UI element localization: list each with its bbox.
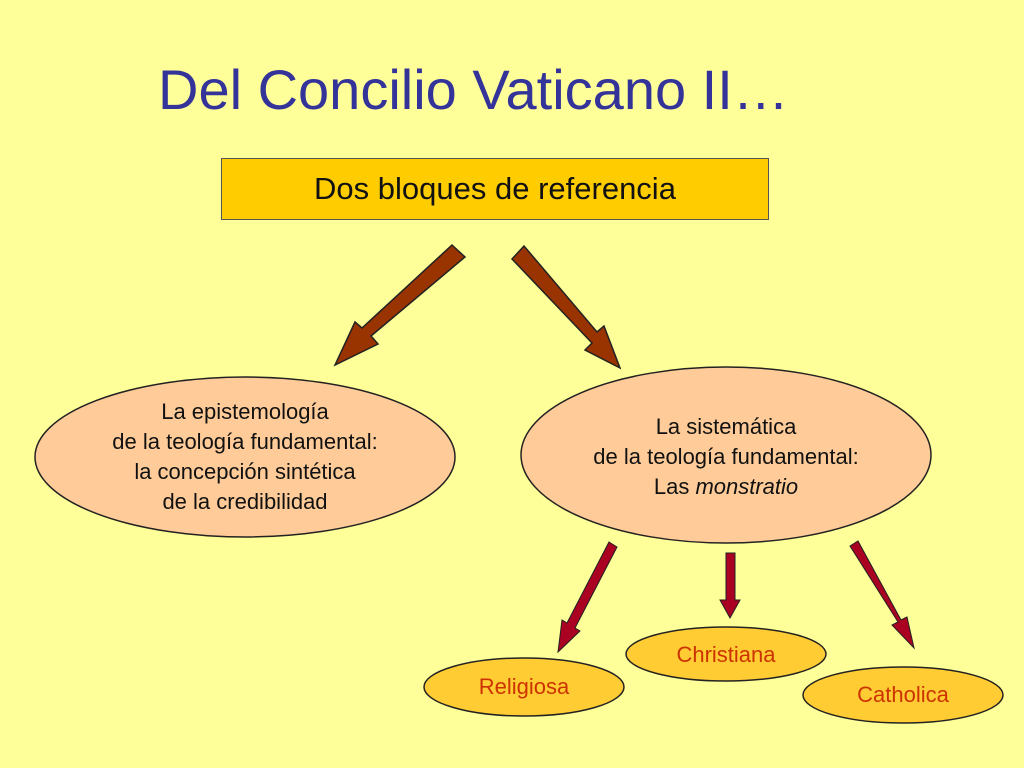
left-ellipse-line-2: de la teología fundamental: xyxy=(112,429,378,454)
right-ellipse-line-2: de la teología fundamental: xyxy=(593,444,859,469)
left-ellipse-line-3: la concepción sintética xyxy=(134,459,356,484)
header-box-label: Dos bloques de referencia xyxy=(314,171,676,206)
arrow-to-religiosa xyxy=(557,541,618,654)
arrow-to-catholica xyxy=(849,540,915,650)
christiana-label: Christiana xyxy=(676,642,776,667)
right-ellipse-text: La sistemática de la teología fundamenta… xyxy=(540,412,912,502)
catholica-ellipse xyxy=(802,666,1004,724)
arrow-to-left-ellipse xyxy=(333,243,467,367)
religiosa-ellipse xyxy=(423,657,625,717)
right-ellipse-line-3: Las monstratio xyxy=(540,472,912,502)
arrow-to-right-ellipse xyxy=(510,244,622,370)
arrow-to-christiana xyxy=(719,552,741,620)
header-box: Dos bloques de referencia xyxy=(221,158,769,220)
right-ellipse-line-3-italic: monstratio xyxy=(695,474,799,499)
religiosa-label: Religiosa xyxy=(478,674,570,699)
left-ellipse-text: La epistemología de la teología fundamen… xyxy=(60,397,430,517)
slide-title: Del Concilio Vaticano II… xyxy=(158,58,789,121)
left-ellipse-line-4: de la credibilidad xyxy=(162,489,328,514)
right-ellipse-line-1: La sistemática xyxy=(655,414,797,439)
christiana-ellipse xyxy=(625,626,827,682)
right-ellipse-line-3-prefix: Las xyxy=(653,474,696,499)
left-ellipse-line-1: La epistemología xyxy=(161,399,329,424)
left-ellipse xyxy=(34,376,456,538)
catholica-label: Catholica xyxy=(857,682,949,707)
right-ellipse xyxy=(520,366,932,544)
